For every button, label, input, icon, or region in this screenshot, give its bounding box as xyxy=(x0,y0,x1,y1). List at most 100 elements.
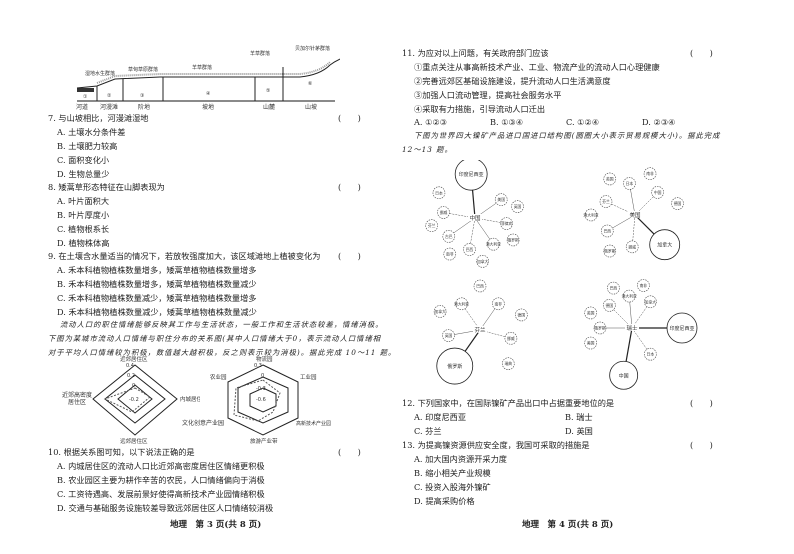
country-label: 英国 xyxy=(514,204,522,209)
country-label: 芬兰 xyxy=(428,223,436,228)
country-node xyxy=(515,308,528,322)
country-label: 中国 xyxy=(619,372,629,379)
country-node xyxy=(584,208,598,222)
country-node xyxy=(637,279,650,292)
radar-axis-label: 旅游产业带 xyxy=(250,437,278,445)
radar-axis-label: 内城居住区 xyxy=(180,395,200,403)
question-11-stem: 11. 为应对以上问题，有关政府部门应该 xyxy=(402,48,549,58)
question-10-stem: 10. 根据关系图可知，以下说法正确的是 xyxy=(48,447,195,457)
terrain-label: 河道 xyxy=(76,103,88,111)
radar-axis-label: 高新技术产业园 xyxy=(296,420,331,427)
option: A. 印度尼西亚 xyxy=(414,412,467,422)
passage-line: 下图为世界四大镍矿产品进口国进口结构图(圆圈大小表示贸易规模大小)。据此完成 xyxy=(414,131,721,140)
country-label: 英国 xyxy=(445,333,453,338)
major-exporter-node xyxy=(454,160,488,191)
terrain-label: 山坡 xyxy=(305,103,317,111)
country-label: 加拿大 xyxy=(477,259,489,264)
profile-top-label: 湿地水生群落 xyxy=(85,70,115,77)
country-label: 俄罗斯 xyxy=(594,326,606,331)
importer-label-bg xyxy=(628,211,642,218)
zone-label: ② xyxy=(107,93,112,99)
country-label: 巴西 xyxy=(466,247,474,252)
trade-arrow xyxy=(634,192,658,216)
country-label: 挪威 xyxy=(507,336,515,341)
option: B. 叶片厚度小 xyxy=(57,210,110,220)
passage-line: 流动人口的职住情绪能够反映其工作与生活状态，一般工作和生活状态较差，情绪消极。 xyxy=(60,320,384,329)
option: A. 加大国内资源开采力度 xyxy=(414,454,507,464)
terrain-label: 山麓 xyxy=(263,103,275,111)
answer-blank: ( ) xyxy=(690,48,713,58)
option: D. 植物株体高 xyxy=(57,238,110,248)
statement: ④采取有力措施，引导流动人口迁出 xyxy=(414,104,546,114)
country-node xyxy=(622,289,636,303)
country-node xyxy=(476,255,489,268)
zone-label: ④ xyxy=(206,91,211,97)
country-node xyxy=(463,243,476,256)
statement: ①重点关注从事高新技术产业、工业、物流产业的流动人口心理健康 xyxy=(414,62,660,72)
country-label: 南非 xyxy=(495,301,503,306)
country-label: 加拿大 xyxy=(434,309,446,314)
question-13-stem: 13. 为提高镍资源供应安全度，我国可采取的措施是 xyxy=(402,440,590,450)
option: D. 禾本科植物植株数量减少，矮蒿草植物植株数量减少 xyxy=(57,307,257,317)
country-node xyxy=(442,230,456,243)
option: C. 面积变化小 xyxy=(57,155,110,165)
passage-line: 12～13 题。 xyxy=(402,145,453,154)
country-label: 南非 xyxy=(646,171,654,176)
importer-label-bg xyxy=(473,326,487,333)
trade-arrow xyxy=(631,301,651,329)
country-label: 芬兰 xyxy=(602,199,610,204)
radar-tick: 0.2 xyxy=(127,373,135,379)
country-node xyxy=(600,224,614,238)
country-label: 挪威 xyxy=(628,244,636,249)
country-label: 巴西 xyxy=(610,286,618,291)
country-node xyxy=(584,336,597,350)
country-node xyxy=(623,177,636,190)
country-label: 德国 xyxy=(674,201,682,206)
country-label: 澳大利亚 xyxy=(583,213,598,218)
country-node xyxy=(473,279,487,293)
radar-axis-label: 农业园 xyxy=(210,373,227,381)
option: D. ②③④ xyxy=(642,117,676,127)
country-label: 俄罗斯 xyxy=(507,238,519,243)
country-label: 古巴 xyxy=(445,234,453,239)
profile-top-label: 草甸草原群落 xyxy=(128,66,158,73)
zone-label: ① xyxy=(83,94,88,100)
workplace-radar-chart: 物流园 工业园 高新技术产业园 旅游产业带 农业园 0.3 0 -0.3 -0.… xyxy=(210,355,331,445)
trade-arrow xyxy=(605,201,636,216)
country-label: 南非 xyxy=(640,283,648,288)
country-label: 菲律宾 xyxy=(501,221,513,226)
radar-tick: 0 xyxy=(261,373,264,379)
country-node xyxy=(432,186,446,200)
answer-blank: ( ) xyxy=(690,398,713,408)
importer-label: 瑞士 xyxy=(626,324,638,332)
country-label: 印度尼西亚 xyxy=(459,171,484,178)
option: D. 生物总量少 xyxy=(57,169,110,179)
country-node xyxy=(593,321,607,335)
terrain-label: 河漫滩 xyxy=(100,103,118,111)
option: D. 交通与基础服务设施较差导致远郊居住区人口情绪较消极 xyxy=(57,503,274,513)
country-label: 俄罗斯 xyxy=(604,249,616,254)
radar-tick: 0.3 xyxy=(254,363,262,369)
radar-axis-label: 近郊高密度居住区 xyxy=(62,392,93,406)
residence-radar-chart: 近郊居住区 内城居住区 远郊居住区 0.4 0.2 0 -0.2 xyxy=(92,355,200,445)
country-node xyxy=(644,295,657,309)
country-label: 巴西 xyxy=(476,284,484,289)
trade-arrow xyxy=(609,305,633,329)
country-label: 南非 xyxy=(446,252,454,257)
nickel-import-network-diagrams: 印度尼西亚菲律宾俄罗斯澳大利亚加拿大巴西南非古巴芬兰挪威日本美国英国中国加拿大挪… xyxy=(425,160,698,390)
radar-axis-label: 工业园 xyxy=(300,373,317,381)
zone-label: ⑤ xyxy=(266,88,270,94)
country-node xyxy=(644,347,657,361)
major-exporter-node xyxy=(609,360,639,390)
profile-top-label: 羊草群落 xyxy=(250,50,270,57)
country-label: 德国 xyxy=(606,303,614,308)
option: C. ①②④ xyxy=(566,117,600,127)
radar-axis-label: 物流园 xyxy=(256,355,273,363)
option: C. 禾本科植物植株数量减少，矮蒿草植物植株数量增多 xyxy=(57,293,257,303)
question-12-stem: 12. 下列国家中，在国际镍矿产品出口中占据重要地位的是 xyxy=(402,398,615,408)
option: C. 植物根系长 xyxy=(57,224,110,234)
trade-arrow xyxy=(631,327,651,355)
profile-top-label: 贝加尔针茅群落 xyxy=(295,45,330,52)
passage-line: 对于平均人口情绪较为积极，数值越大越积极，反之则表示较为消极)。据此完成 10～… xyxy=(48,348,397,357)
option: B. 缩小相关产业规模 xyxy=(414,468,491,478)
